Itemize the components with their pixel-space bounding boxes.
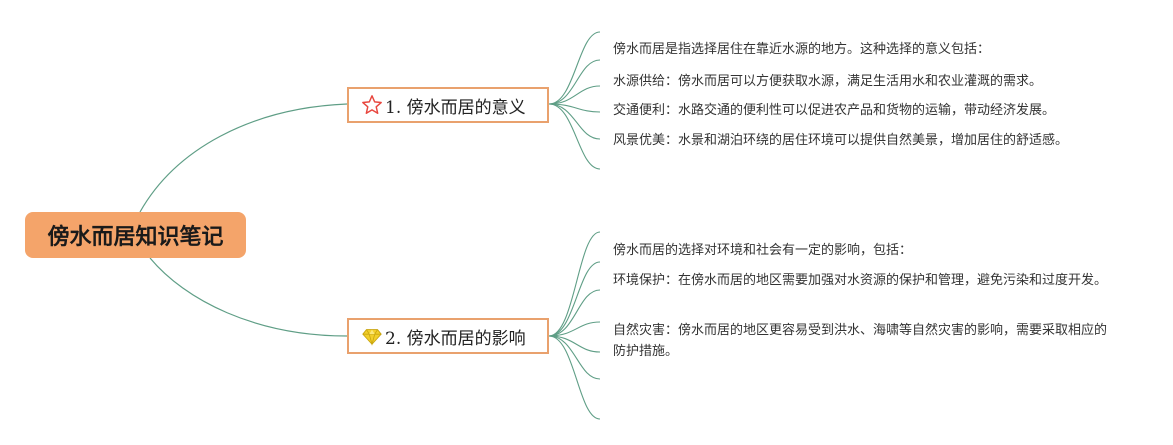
root-title: 傍水而居知识笔记 (47, 225, 224, 250)
leaf-text: 自然灾害：傍水而居的地区更容易受到洪水、海啸等自然灾害的影响，需要采取相应的防护… (613, 323, 1108, 359)
leaf-text: 交通便利：水路交通的便利性可以促进农产品和货物的运输，带动经济发展。 (613, 103, 1056, 118)
leaf-text: 环境保护：在傍水而居的地区需要加强对水资源的保护和管理，避免污染和过度开发。 (613, 273, 1108, 288)
branch-node-meaning[interactable]: 1. 傍水而居的意义 (347, 87, 549, 123)
branch-1-leaf-connectors (548, 31, 601, 170)
branch-label: 2. 傍水而居的影响 (385, 328, 526, 349)
root-to-branch-2-connector (149, 257, 348, 337)
branch-node-impact[interactable]: 2. 傍水而居的影响 (347, 318, 549, 354)
star-outline-icon (361, 94, 383, 116)
leaf-text: 水源供给：傍水而居可以方便获取水源，满足生活用水和农业灌溉的需求。 (613, 74, 1043, 89)
leaf-text: 风景优美：水景和湖泊环绕的居住环境可以提供自然美景，增加居住的舒适感。 (613, 133, 1069, 148)
branch-2-leaf-connectors (548, 231, 601, 420)
branch-label: 1. 傍水而居的意义 (385, 97, 526, 118)
diamond-gem-icon (361, 325, 383, 347)
leaf-text: 傍水而居是指选择居住在靠近水源的地方。这种选择的意义包括： (613, 42, 991, 57)
root-node[interactable]: 傍水而居知识笔记 (25, 212, 246, 258)
leaf-text: 傍水而居的选择对环境和社会有一定的影响，包括： (613, 243, 913, 258)
root-to-branch-1-connector (139, 103, 348, 213)
